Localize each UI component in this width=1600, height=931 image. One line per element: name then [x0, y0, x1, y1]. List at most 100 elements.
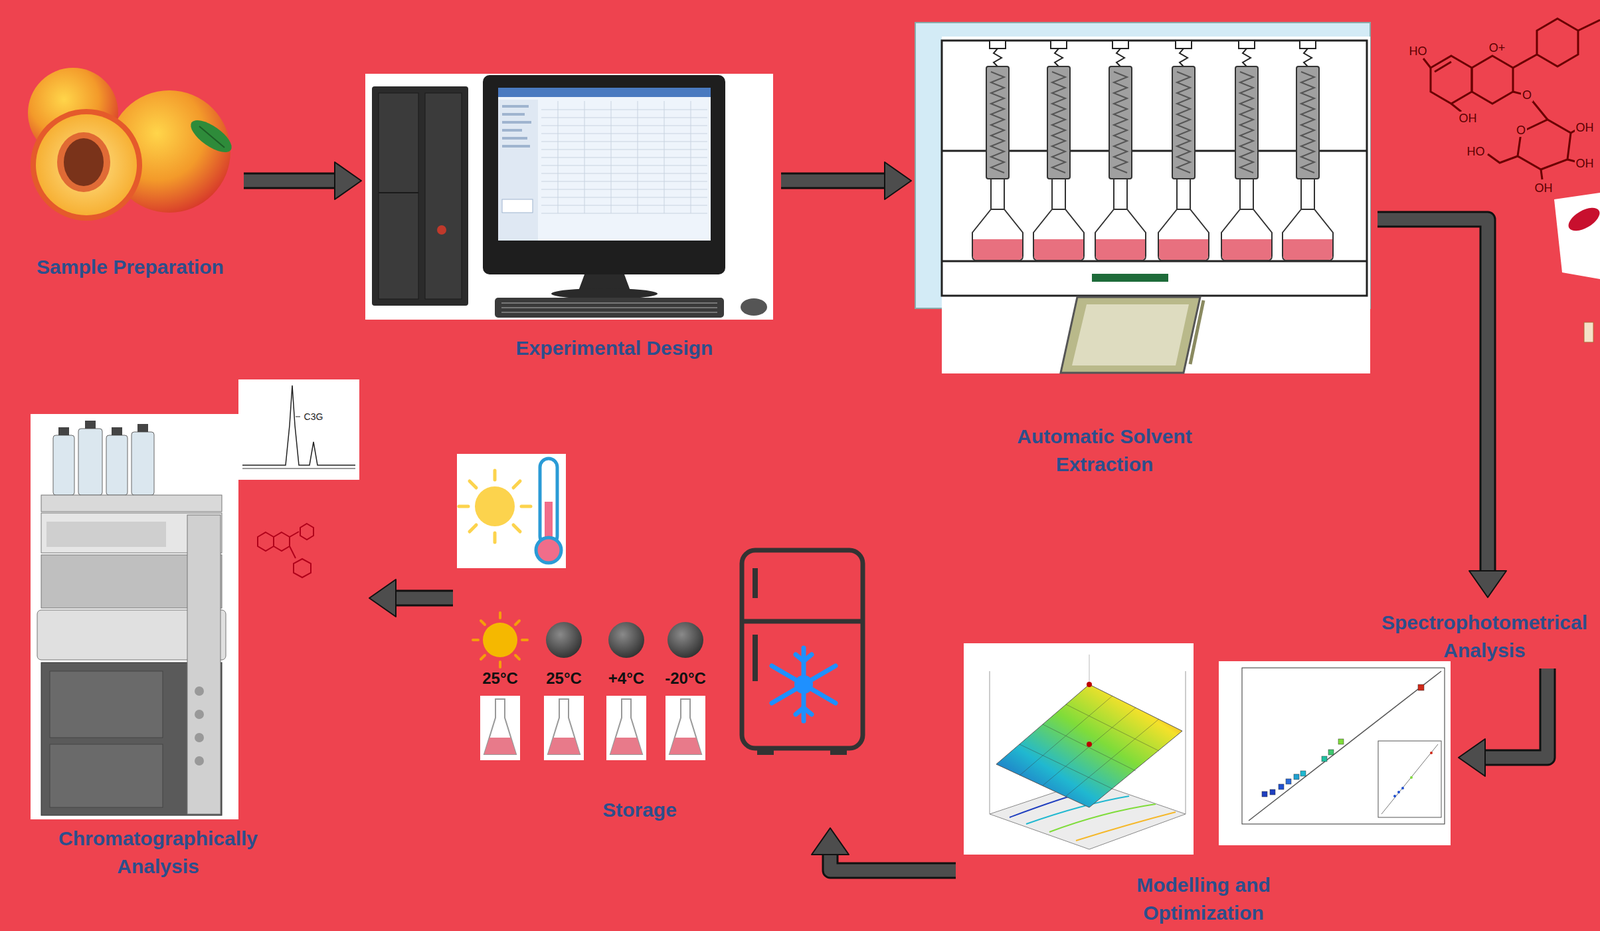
step-node: Automatic Solvent Extraction [915, 19, 1374, 479]
anthocyanin-structure [1423, 58, 1431, 68]
step-label-text: Chromatographically Analysis [58, 826, 258, 877]
hplc-instrument [53, 435, 75, 495]
flow-arrow [1458, 668, 1548, 776]
computer-picture [378, 92, 419, 299]
anthocyanin-structure [1512, 54, 1537, 68]
arrow-body [830, 852, 956, 871]
extraction-apparatus [1033, 40, 1084, 261]
sun-thermometer-icon [458, 470, 531, 542]
arrow-head [811, 827, 849, 855]
sun-thermometer-icon [469, 524, 477, 532]
cuvette-picture [1554, 192, 1600, 279]
anthocyanin-structure [1434, 61, 1452, 72]
arrow-head [1469, 570, 1507, 598]
extraction-apparatus [1095, 40, 1146, 261]
anthocyanin-structure [1487, 154, 1518, 163]
scatter-plot [1261, 791, 1268, 797]
storage-conditions [515, 654, 520, 659]
hplc-instrument [194, 686, 204, 696]
anthocyanin-structure [1536, 18, 1579, 67]
scatter-plot [1328, 749, 1334, 755]
computer-picture [551, 288, 658, 299]
sun-thermometer-icon [456, 453, 566, 568]
storage-conditions [522, 638, 528, 641]
chromatogram [242, 385, 356, 465]
small-structure [293, 558, 311, 578]
arrow-outline [830, 852, 956, 871]
sun-thermometer-icon [535, 537, 562, 563]
step-label-text: Modelling and Optimization [1136, 873, 1271, 924]
arrow-outline [1377, 219, 1488, 572]
atom-label: O [1514, 123, 1527, 137]
surface-plot [1019, 743, 1113, 789]
chromatogram [238, 379, 360, 480]
computer-picture [502, 112, 525, 116]
extraction-apparatus [1071, 304, 1189, 366]
freezer-icon [741, 549, 863, 748]
hplc-instrument [78, 428, 103, 495]
storage-conditions [545, 621, 582, 658]
computer-picture [502, 144, 531, 148]
anthocyanin-structure [1578, 19, 1600, 31]
small-structure [257, 523, 314, 578]
storage-conditions [665, 695, 706, 760]
storage-conditions [480, 695, 521, 760]
freezer-icon [757, 747, 774, 755]
hplc-instrument [194, 755, 204, 766]
scatter-plot [1429, 751, 1433, 754]
step-node: Chromatographically Analysis [26, 375, 366, 881]
surface-plot [989, 670, 991, 814]
step-label: Spectrophotometrical Analysis [1374, 608, 1595, 665]
surface-plot [963, 642, 1194, 855]
chromatogram [295, 416, 301, 418]
computer-picture [494, 297, 724, 318]
freezer-icon [741, 619, 863, 624]
chromatogram [238, 379, 360, 480]
step-label: Modelling and Optimization [1117, 870, 1290, 927]
anthocyanin-structure [1423, 18, 1600, 180]
computer-picture [501, 302, 718, 304]
step-label-text: Experimental Design [516, 336, 714, 359]
surface-plot [1042, 707, 1136, 786]
small-structure [289, 531, 299, 537]
arrow-body [394, 591, 453, 605]
surface-plot [1019, 695, 1113, 776]
sun-thermometer-icon [493, 470, 497, 480]
hplc-instrument [58, 427, 70, 436]
step-label: Storage [566, 795, 713, 824]
computer-picture [541, 173, 708, 175]
step-label-text: Automatic Solvent Extraction [1016, 425, 1192, 475]
computer-picture [365, 73, 774, 320]
sun-thermometer-icon [458, 504, 469, 509]
surface-plot [1086, 681, 1092, 687]
scatter-plot [1401, 786, 1405, 790]
extraction-apparatus [915, 22, 1371, 374]
storage-conditions [472, 612, 706, 760]
temperature-label: -20°C [664, 668, 707, 688]
storage-conditions [667, 621, 704, 658]
surface-plot [996, 684, 1183, 807]
arrow-body [243, 174, 337, 188]
hplc-instrument [111, 427, 123, 436]
storage-conditions [480, 620, 485, 625]
computer-picture [637, 100, 639, 214]
peach-picture [27, 67, 237, 221]
surface-plot [1086, 741, 1092, 747]
hplc-instrument [187, 514, 221, 814]
computer-picture [365, 73, 774, 320]
freezer-icon [795, 654, 812, 661]
hplc-instrument [49, 670, 163, 738]
flow-arrow [243, 162, 362, 200]
cuvette-picture [1584, 322, 1594, 343]
step-label: Experimental Design [474, 334, 754, 362]
atom-label: OH [1574, 156, 1596, 171]
step-label: Automatic Solvent Extraction [1004, 422, 1205, 479]
hplc-instrument [131, 431, 155, 495]
storage-conditions [498, 661, 502, 667]
scatter-plot [1418, 684, 1424, 691]
freezer-icon [752, 567, 758, 598]
anthocyanin-structure [1471, 55, 1513, 104]
peach-picture [63, 138, 104, 186]
